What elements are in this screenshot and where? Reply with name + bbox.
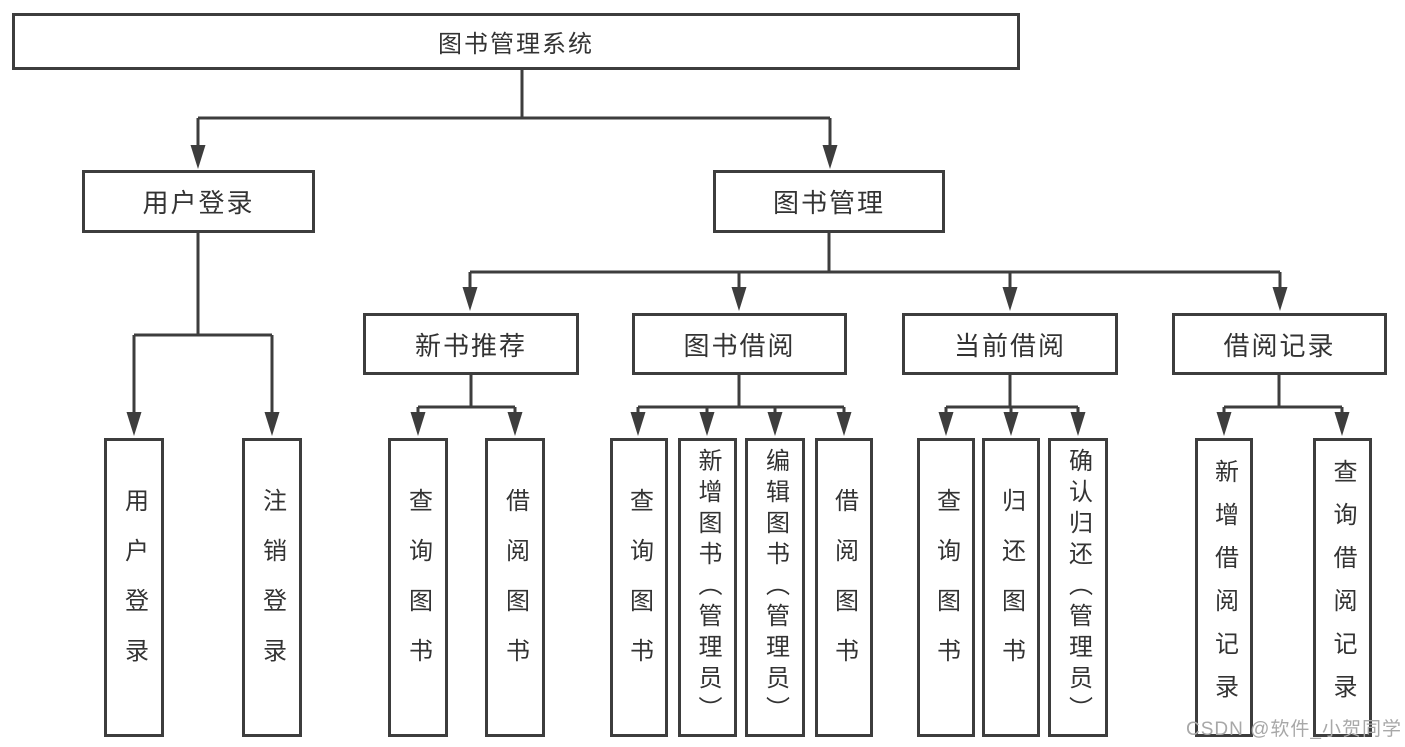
leaf-query-books-recommend: 查询图书 <box>388 438 448 737</box>
node-new-book-recommend: 新书推荐 <box>363 313 579 375</box>
node-borrowing-records: 借阅记录 <box>1172 313 1387 375</box>
node-current-borrowing: 当前借阅 <box>902 313 1118 375</box>
leaf-logout: 注销登录 <box>242 438 302 737</box>
leaf-add-borrow-record: 新增借阅记录 <box>1195 438 1253 737</box>
node-book-borrowing: 图书借阅 <box>632 313 847 375</box>
leaf-add-books-admin: 新增图书（管理员） <box>678 438 737 737</box>
leaf-user-login: 用户登录 <box>104 438 164 737</box>
node-library-management-system: 图书管理系统 <box>12 13 1020 70</box>
leaf-query-books-borrowing: 查询图书 <box>610 438 668 737</box>
node-user-login: 用户登录 <box>82 170 315 233</box>
leaf-return-books: 归还图书 <box>982 438 1040 737</box>
leaf-query-borrow-record: 查询借阅记录 <box>1313 438 1372 737</box>
csdn-watermark: CSDN @软件_小贺同学 <box>1186 719 1402 740</box>
leaf-query-books-current: 查询图书 <box>917 438 975 737</box>
leaf-borrow-books-borrowing: 借阅图书 <box>815 438 873 737</box>
arrowhead-icons <box>126 145 1350 436</box>
leaf-borrow-books-recommend: 借阅图书 <box>485 438 545 737</box>
leaf-edit-books-admin: 编辑图书（管理员） <box>745 438 805 737</box>
node-book-management: 图书管理 <box>713 170 945 233</box>
leaf-confirm-return-admin: 确认归还（管理员） <box>1048 438 1108 737</box>
